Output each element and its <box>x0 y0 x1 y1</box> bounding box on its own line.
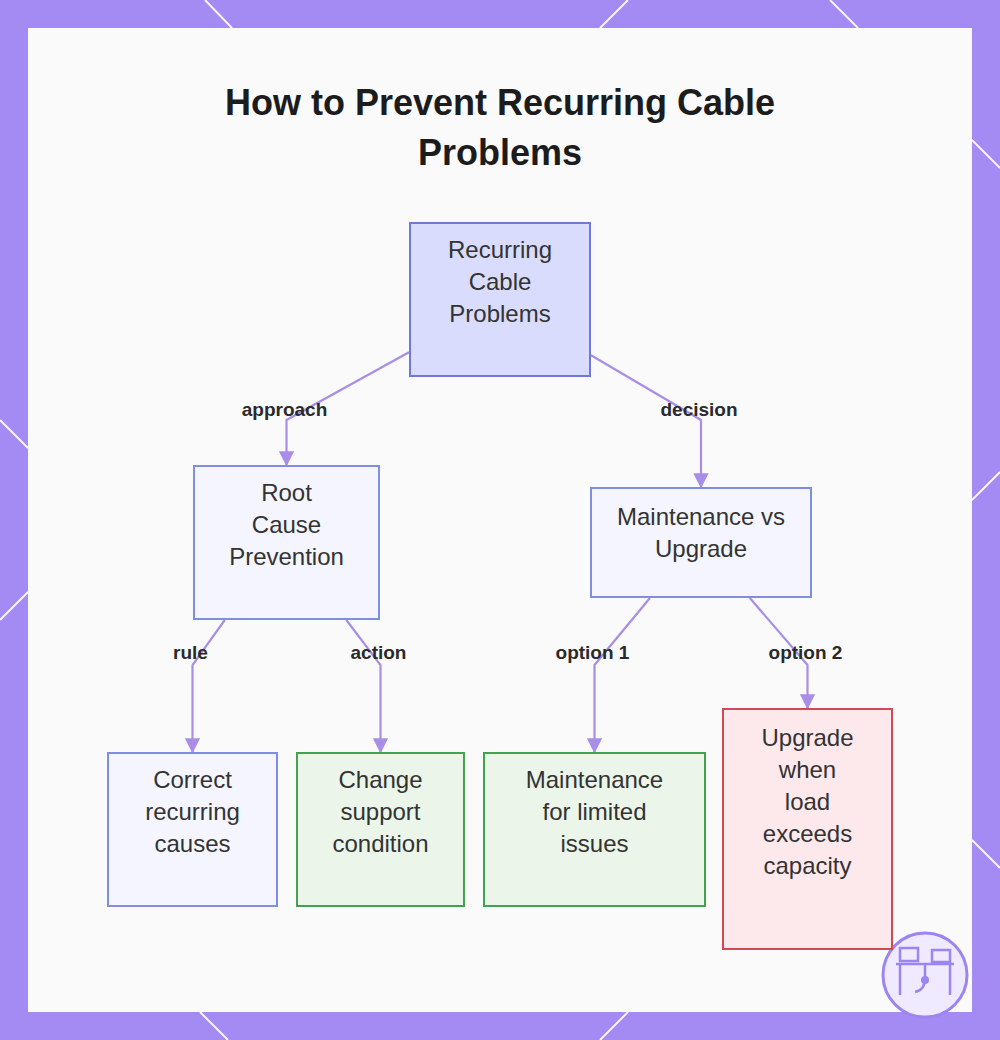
node-text: Maintenance for limited issues <box>509 764 680 860</box>
node-text: Maintenance vs Upgrade <box>616 501 786 565</box>
edge-label: decision <box>660 399 737 421</box>
edge-label: option 1 <box>556 642 630 664</box>
option-box: Upgrade when load exceeds capacity <box>722 708 893 950</box>
edge-label: action <box>351 642 407 664</box>
node-text: Recurring Cable Problems <box>431 234 569 330</box>
connector <box>193 620 225 752</box>
connector <box>591 355 701 487</box>
connector <box>595 598 650 752</box>
root-topic-box: Recurring Cable Problems <box>409 222 591 377</box>
edge-label: rule <box>173 642 208 664</box>
diagram-title: How to Prevent Recurring Cable Problems <box>170 78 830 178</box>
node-text: Root Cause Prevention <box>228 477 345 573</box>
node-text: Upgrade when load exceeds capacity <box>759 722 856 882</box>
rule-box: Correct recurring causes <box>107 752 278 907</box>
approach-box: Root Cause Prevention <box>193 465 380 620</box>
connector <box>346 620 380 752</box>
edge-label: option 2 <box>769 642 843 664</box>
node-text: Correct recurring causes <box>129 764 256 860</box>
node-text: Change support condition <box>314 764 447 860</box>
action-box: Change support condition <box>296 752 465 907</box>
edge-label: approach <box>242 399 328 421</box>
decision-box: Maintenance vs Upgrade <box>590 487 812 598</box>
option-box: Maintenance for limited issues <box>483 752 706 907</box>
logo-icon <box>883 933 967 1017</box>
